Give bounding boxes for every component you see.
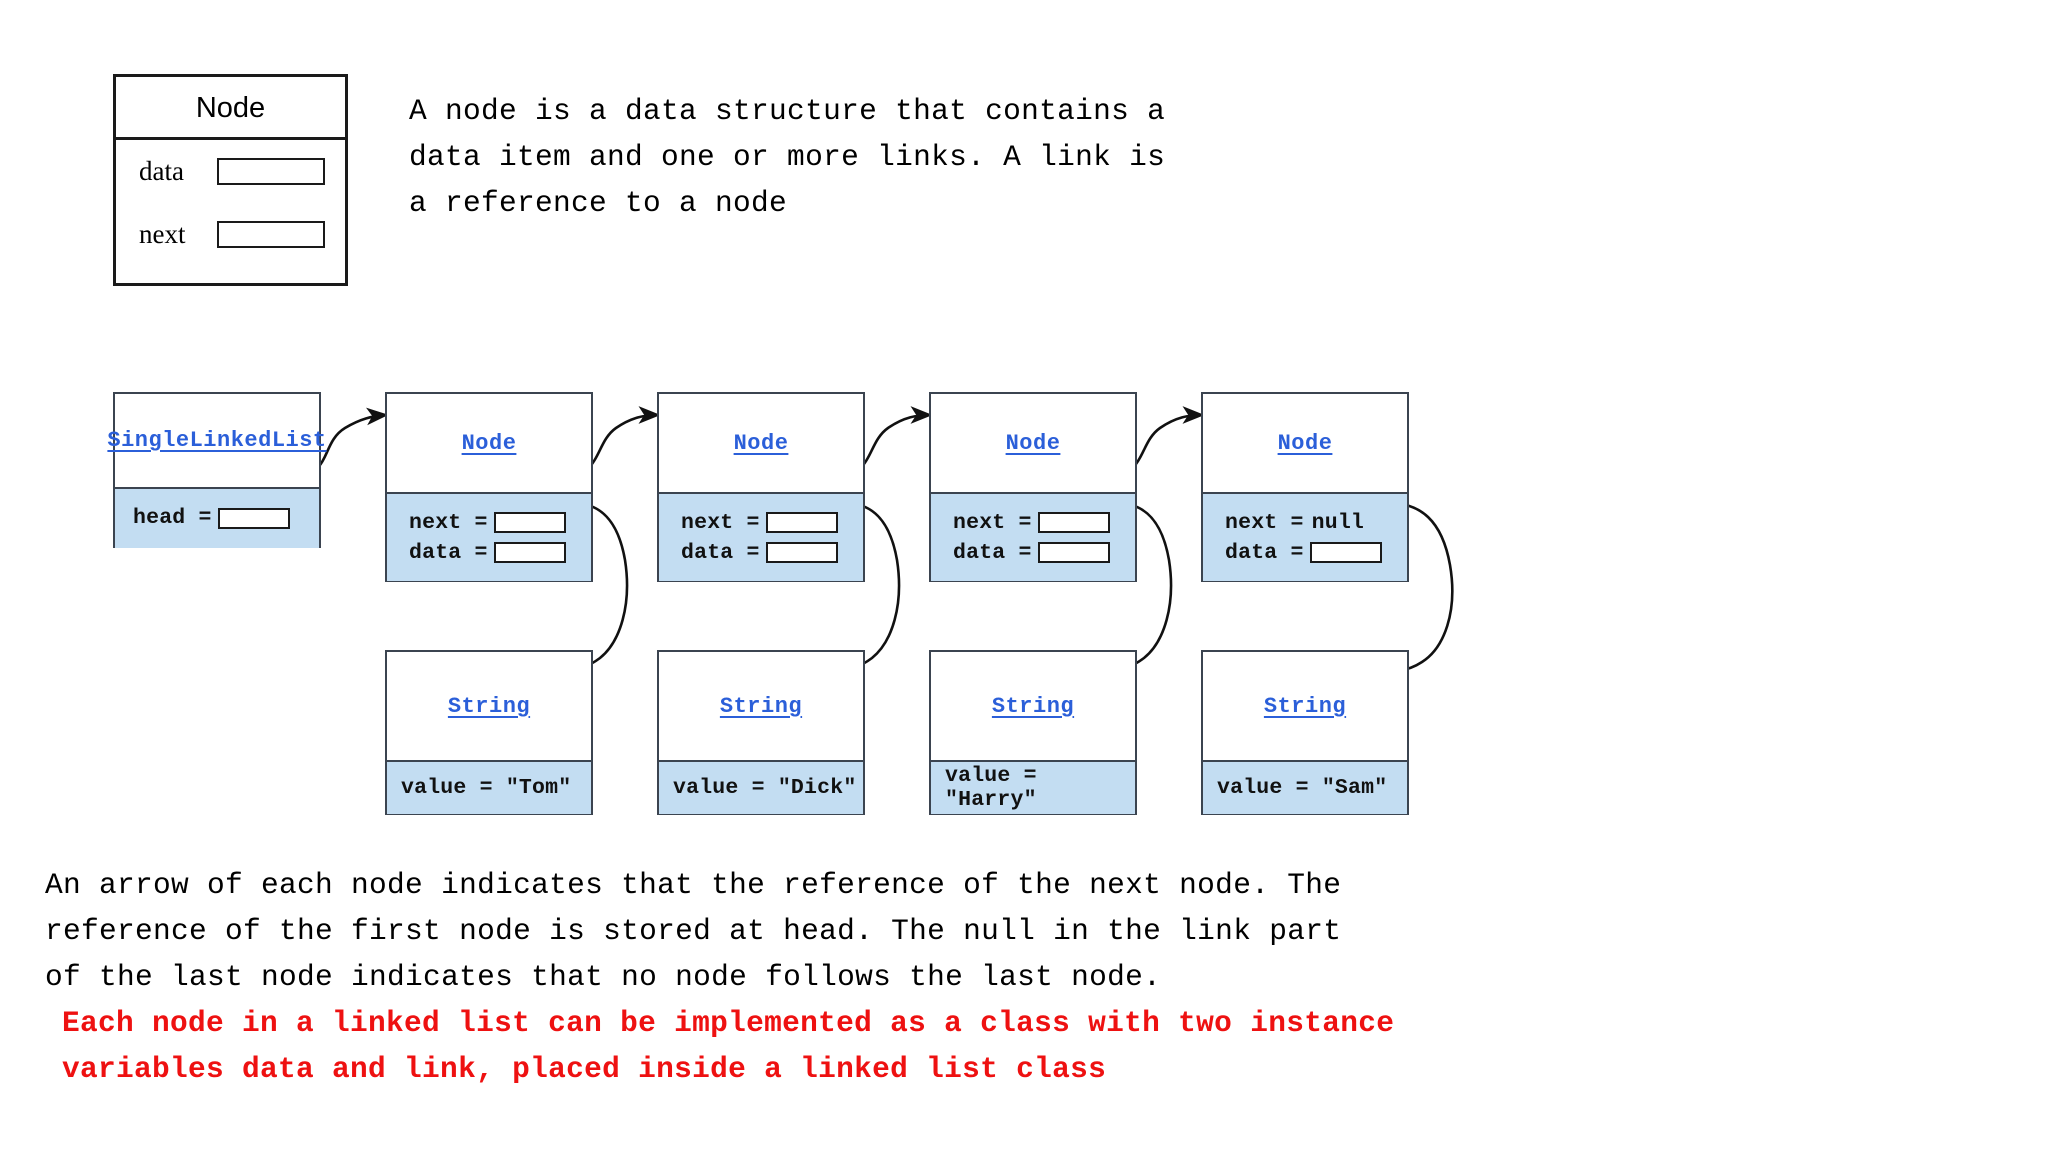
single-linked-list-body: head =: [115, 489, 319, 548]
node-next-slot-3: [1037, 512, 1110, 533]
string-box-4: String value = "Sam": [1201, 650, 1409, 815]
node-title-3: Node: [1005, 430, 1061, 456]
head-field-row: head =: [133, 503, 319, 533]
node-next-slot-2: [765, 512, 838, 533]
string-body-1: value = "Tom": [387, 762, 591, 814]
head-reference-slot: [217, 507, 290, 529]
string-header-3: String: [931, 652, 1135, 762]
red-highlight-paragraph: Each node in a linked list can be implem…: [62, 1006, 1395, 1086]
node-data-row-2: data =: [681, 538, 863, 568]
node-box-2: Node next = data =: [657, 392, 865, 582]
node-next-label-3: next =: [953, 510, 1032, 535]
node-next-label-4: next =: [1225, 510, 1304, 535]
node-definition-label-data: data: [139, 156, 184, 186]
node-box-1: Node next = data =: [385, 392, 593, 582]
string-header-1: String: [387, 652, 591, 762]
string-box-3: String value = "Harry": [929, 650, 1137, 815]
node-next-value-4: null: [1311, 510, 1365, 535]
node-definition-title: Node: [116, 77, 345, 140]
node-next-label-1: next =: [409, 510, 488, 535]
node-title-2: Node: [733, 430, 789, 456]
string-body-4: value = "Sam": [1203, 762, 1407, 814]
node-data-row-4: data =: [1225, 538, 1407, 568]
node-data-slot-3: [1037, 542, 1110, 563]
node-body-4: next = null data =: [1203, 494, 1407, 581]
node-body-3: next = data =: [931, 494, 1135, 581]
node-data-label-2: data =: [681, 540, 760, 565]
node-next-slot-1: [493, 512, 566, 533]
string-title-3: String: [991, 693, 1075, 719]
string-body-3: value = "Harry": [931, 762, 1135, 814]
node-data-label-3: data =: [953, 540, 1032, 565]
node-definition-box: Node data next: [113, 74, 348, 286]
node-definition-slot-data: [217, 158, 325, 185]
node-body-1: next = data =: [387, 494, 591, 581]
string-box-1: String value = "Tom": [385, 650, 593, 815]
node-box-4: Node next = null data =: [1201, 392, 1409, 582]
string-title-1: String: [447, 693, 531, 719]
node-box-3: Node next = data =: [929, 392, 1137, 582]
node-header-4: Node: [1203, 394, 1407, 494]
node-definition-label-next: next: [139, 219, 186, 249]
string-value-4: value = "Sam": [1217, 776, 1388, 800]
single-linked-list-title: SingleLinkedList: [107, 428, 327, 453]
node-body-2: next = data =: [659, 494, 863, 581]
node-definition-row-next: next: [116, 203, 345, 266]
single-linked-list-header: SingleLinkedList: [107, 394, 326, 489]
string-title-2: String: [719, 693, 803, 719]
node-data-slot-2: [765, 542, 838, 563]
node-header-3: Node: [931, 394, 1135, 494]
node-next-row-3: next =: [953, 508, 1135, 538]
node-data-label-1: data =: [409, 540, 488, 565]
string-title-4: String: [1263, 693, 1347, 719]
node-next-row-4: next = null: [1225, 508, 1407, 538]
node-next-row-1: next =: [409, 508, 591, 538]
outro-paragraph: An arrow of each node indicates that the…: [45, 868, 1342, 994]
string-box-2: String value = "Dick": [657, 650, 865, 815]
string-value-3: value = "Harry": [945, 764, 1037, 812]
node-data-label-4: data =: [1225, 540, 1304, 565]
node-next-row-2: next =: [681, 508, 863, 538]
node-header-2: Node: [659, 394, 863, 494]
single-linked-list-box: SingleLinkedList head =: [107, 392, 326, 548]
node-title-1: Node: [461, 430, 517, 456]
intro-paragraph: A node is a data structure that contains…: [409, 94, 1166, 220]
node-data-row-3: data =: [953, 538, 1135, 568]
string-header-2: String: [659, 652, 863, 762]
string-header-4: String: [1203, 652, 1407, 762]
node-data-slot-1: [493, 542, 566, 563]
node-data-slot-4: [1309, 542, 1382, 563]
node-header-1: Node: [387, 394, 591, 494]
node-definition-slot-next: [217, 221, 325, 248]
string-value-1: value = "Tom": [401, 776, 572, 800]
node-definition-row-data: data: [116, 140, 345, 203]
node-data-row-1: data =: [409, 538, 591, 568]
linked-list-diagram: SingleLinkedList head = Node next = data…: [0, 370, 2048, 820]
string-body-2: value = "Dick": [659, 762, 863, 814]
node-title-4: Node: [1277, 430, 1333, 456]
head-field-label: head =: [133, 506, 212, 531]
node-next-label-2: next =: [681, 510, 760, 535]
string-value-2: value = "Dick": [673, 776, 857, 800]
